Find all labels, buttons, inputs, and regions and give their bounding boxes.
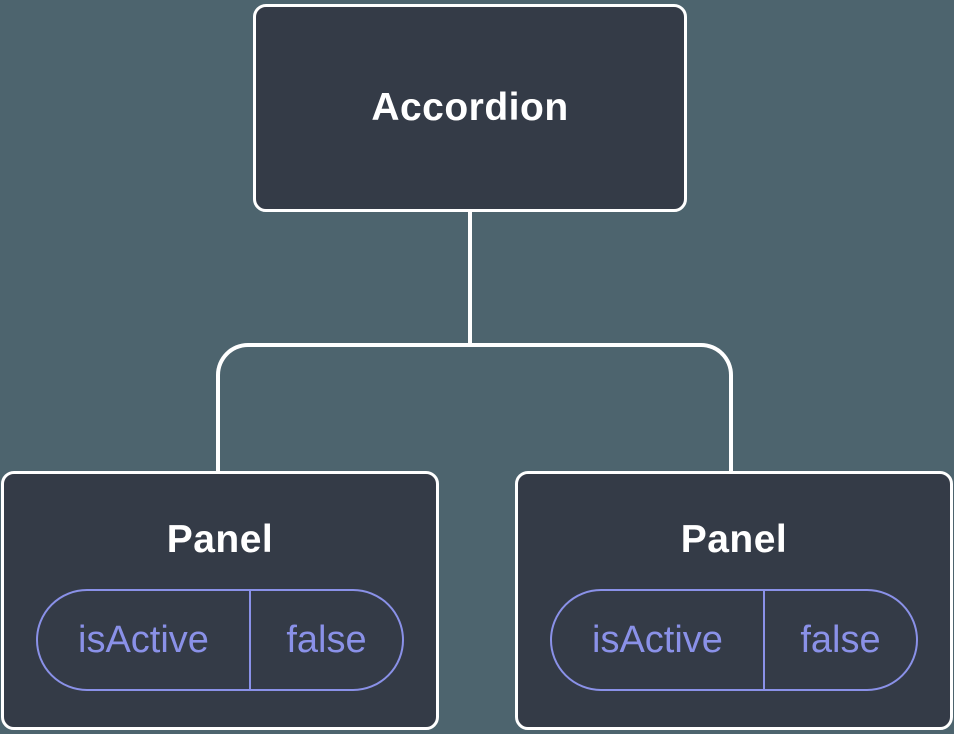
panel-node-label: Panel (680, 518, 788, 561)
accordion-node: Accordion (253, 4, 687, 212)
state-name: isActive (38, 591, 251, 689)
panel-node-left: Panel isActive false (1, 471, 439, 730)
accordion-node-label: Accordion (371, 86, 569, 129)
panel-node-label: Panel (166, 518, 274, 561)
connector-stem-line (468, 210, 472, 347)
panel-node-right: Panel isActive false (515, 471, 953, 730)
state-name: isActive (552, 591, 765, 689)
state-value: false (800, 618, 881, 661)
connector-bracket-line (216, 343, 733, 473)
state-value: false (286, 618, 367, 661)
state-pill: isActive false (550, 589, 918, 691)
state-pill: isActive false (36, 589, 404, 691)
